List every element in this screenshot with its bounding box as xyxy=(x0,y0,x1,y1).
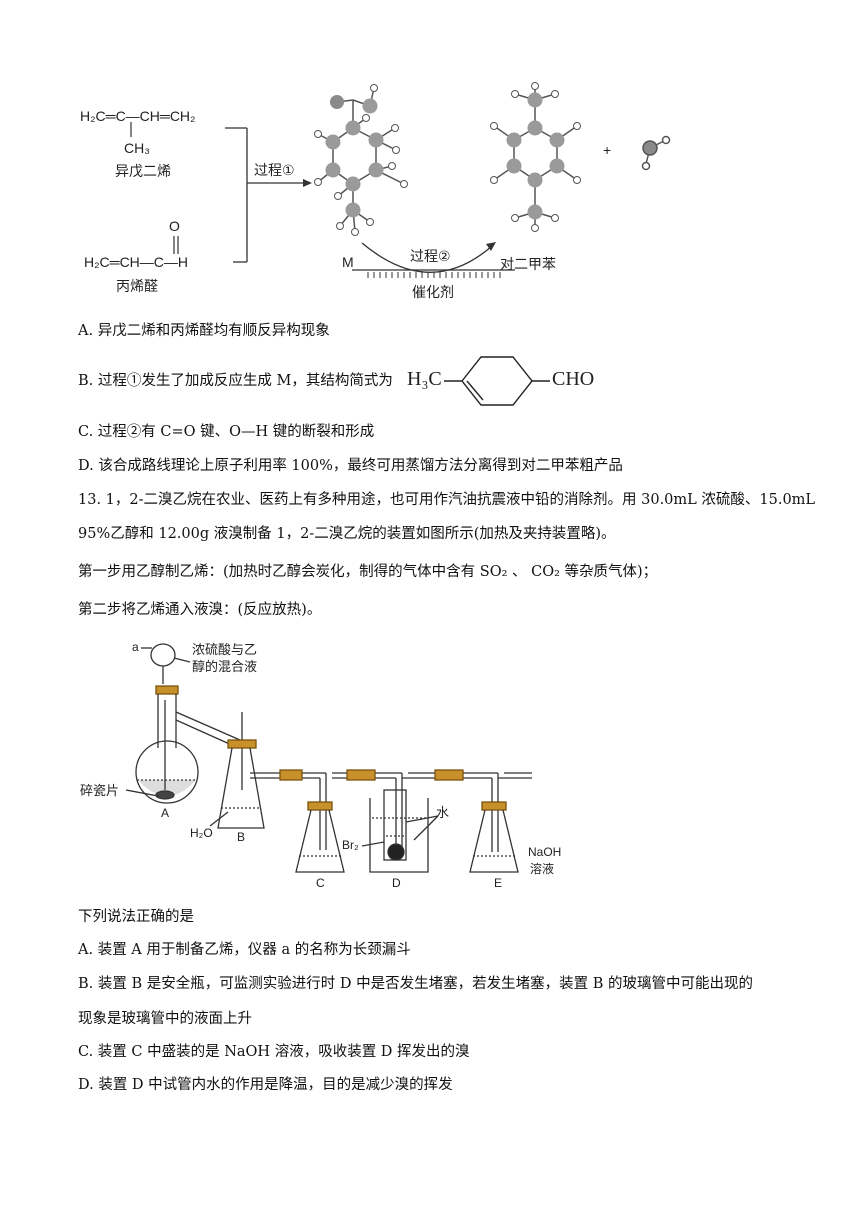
cyclohexene-ring xyxy=(444,356,550,406)
q13-stem-line-1: 13. 1，2-二溴乙烷在农业、医药上有多种用途，也可用作汽油抗震液中铅的消除剂… xyxy=(78,492,816,508)
label-br2: Br₂ xyxy=(342,838,359,852)
acrolein-formula: H₂C═CH—C—H xyxy=(84,254,189,270)
label-porcelain-chips: 碎瓷片 xyxy=(80,783,120,798)
q12-option-c: C. 过程②有 C=O 键、O—H 键的断裂和形成 xyxy=(78,424,375,440)
label-beaker-d: D xyxy=(392,876,401,890)
funnel-note-line-2: 醇的混合液 xyxy=(192,659,258,674)
structure-right-group: CHO xyxy=(552,368,595,390)
label-flask-b: B xyxy=(237,830,246,844)
m-label: M xyxy=(342,254,354,270)
q12-option-b: B. 过程①发生了加成反应生成 M，其结构简式为 xyxy=(78,373,393,389)
q13-option-b-line-2: 现象是玻璃管中的液面上升 xyxy=(78,1011,252,1027)
q13-option-a: A. 装置 A 用于制备乙烯，仪器 a 的名称为长颈漏斗 xyxy=(78,942,411,958)
isoprene-name: 异戊二烯 xyxy=(115,163,171,179)
catalyst-label: 催化剂 xyxy=(412,284,454,300)
label-h2o: H₂O xyxy=(190,826,213,840)
q13-option-c: C. 装置 C 中盛装的是 NaOH 溶液，吸收装置 D 挥发出的溴 xyxy=(78,1044,470,1060)
funnel-note-line-1: 浓硫酸与乙 xyxy=(192,642,258,657)
q13-step-2: 第二步将乙烯通入液溴：(反应放热)。 xyxy=(78,602,322,618)
water-molecule-model xyxy=(641,135,671,171)
acrolein-oxygen: O xyxy=(169,218,180,234)
process-2-label: 过程② xyxy=(410,248,451,264)
label-solution: 溶液 xyxy=(530,862,555,876)
label-naoh: NaOH xyxy=(528,845,562,859)
q13-step-1: 第一步用乙醇制乙烯：(加热时乙醇会炭化，制得的气体中含有 SO₂ 、 CO₂ 等… xyxy=(78,564,658,580)
molecule-m-atoms xyxy=(314,84,408,236)
q12-option-a: A. 异戊二烯和丙烯醛均有顺反异构现象 xyxy=(78,323,330,339)
acrolein-name: 丙烯醛 xyxy=(116,278,158,294)
label-water: 水 xyxy=(436,805,450,820)
q13-option-b-line-1: B. 装置 B 是安全瓶，可监测实验进行时 D 中是否发生堵塞，若发生堵塞，装置… xyxy=(78,976,753,992)
process-1-label: 过程① xyxy=(254,162,295,178)
reaction-scheme-figure xyxy=(130,82,671,278)
plus-sign: + xyxy=(603,142,612,158)
label-flask-e: E xyxy=(494,876,503,890)
p-xylene-label: 对二甲苯 xyxy=(500,256,556,272)
structure-left-group: H₃C xyxy=(407,368,442,390)
apparatus-figure xyxy=(125,643,532,873)
label-instrument-a: a xyxy=(132,640,139,654)
q12-option-d: D. 该合成路线理论上原子利用率 100%，最终可用蒸馏方法分离得到对二甲苯粗产… xyxy=(78,458,623,474)
q13-stem-line-2: 95%乙醇和 12.00g 液溴制备 1，2-二溴乙烷的装置如图所示(加热及夹持… xyxy=(78,526,616,542)
isoprene-formula: H₂C═C—CH═CH₂ xyxy=(80,108,196,124)
q13-prompt: 下列说法正确的是 xyxy=(78,909,194,925)
label-flask-a: A xyxy=(161,806,170,820)
isoprene-methyl: CH₃ xyxy=(124,140,150,156)
label-flask-c: C xyxy=(316,876,325,890)
q13-option-d: D. 装置 D 中试管内水的作用是降温，目的是减少溴的挥发 xyxy=(78,1077,453,1093)
p-xylene-atoms xyxy=(490,82,581,232)
